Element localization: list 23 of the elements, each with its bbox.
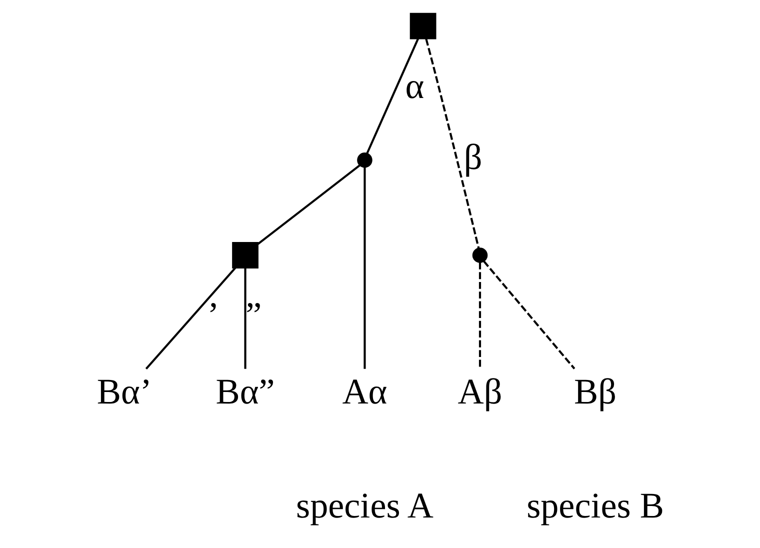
label: species B [526, 485, 664, 526]
node-circle [357, 152, 372, 168]
node-circle [472, 248, 488, 263]
node-box [410, 12, 436, 40]
connector [366, 38, 420, 154]
node-text: Bβ [574, 372, 617, 412]
node-text: Aα [342, 372, 388, 412]
edge-label: α [405, 66, 424, 106]
edge-label: ’ [207, 295, 220, 336]
connector [364, 167, 366, 369]
connector [145, 267, 236, 370]
connector [257, 164, 360, 245]
connector [425, 38, 480, 248]
node-text: Bα’ [96, 372, 152, 412]
label: species A [296, 485, 434, 526]
edge-label: β [464, 136, 482, 177]
connector [244, 268, 246, 369]
node-box [232, 242, 258, 268]
node-text: Bα” [216, 372, 275, 412]
node-text: Aβ [458, 372, 502, 412]
connector [478, 262, 482, 369]
edge-label: ” [246, 295, 262, 336]
connector [483, 260, 576, 370]
